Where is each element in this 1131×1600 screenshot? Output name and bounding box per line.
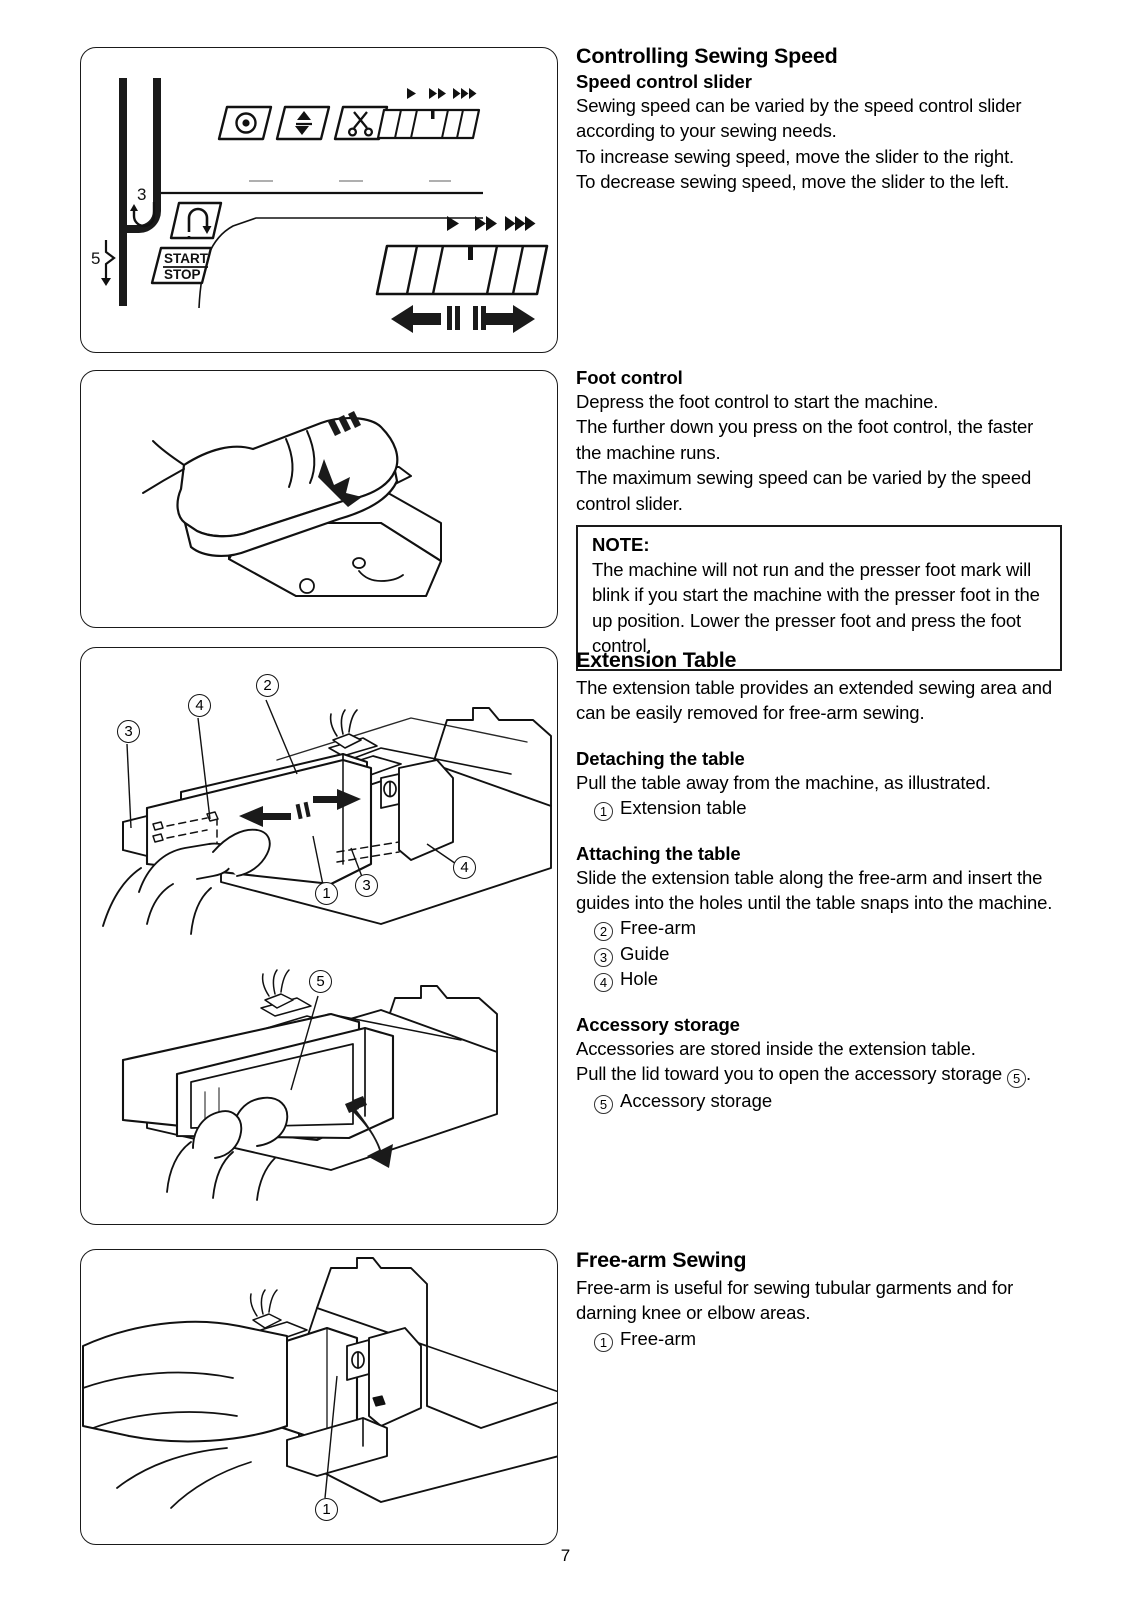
item-list-detaching: 1 Extension table: [576, 795, 1062, 822]
list-item-label: Accessory storage: [620, 1090, 773, 1112]
paragraph-speed-varied: Sewing speed can be varied by the speed …: [576, 95, 1022, 142]
illustration-panel-extension-table: 2 4 3 1 3 4: [80, 647, 558, 1225]
subheading-attaching-the-table: Attaching the table: [576, 842, 741, 864]
paragraph-maximum-speed: The maximum sewing speed can be varied b…: [576, 467, 1032, 514]
shoe: [142, 416, 399, 557]
circled-number: 5: [594, 1095, 613, 1115]
paragraph-attaching-the-table: Slide the extension table along the free…: [576, 866, 1053, 914]
subheading-accessory-storage: Accessory storage: [576, 1013, 740, 1035]
page-number: 7: [560, 1546, 571, 1565]
paragraph-depress-foot-control: Depress the foot control to start the ma…: [576, 391, 939, 412]
heading-free-arm-sewing: Free-arm Sewing: [576, 1248, 747, 1272]
section-foot-control: Foot control Depress the foot control to…: [576, 367, 1062, 671]
callout-1: 1: [315, 882, 338, 905]
note-box: NOTE: The machine will not run and the p…: [576, 525, 1062, 671]
paragraph-decrease-speed: To decrease sewing speed, move the slide…: [576, 171, 1010, 193]
paragraph-extension-table-intro: The extension table provides an extended…: [576, 677, 1053, 724]
svg-text:START: START: [164, 251, 209, 266]
section-free-arm-sewing: Free-arm Sewing Free-arm is useful for s…: [576, 1248, 1062, 1352]
illustration-panel-foot-control: [80, 370, 558, 628]
free-arm-sewing-drawing: [82, 1257, 557, 1509]
foot-control-diagram: [142, 411, 442, 597]
list-item: 5 Accessory storage: [594, 1088, 1062, 1115]
slide-direction-arrow-icon: [239, 789, 361, 827]
detaching-extension-table-drawing: [102, 699, 552, 935]
accessory-storage-drawing: [121, 969, 498, 1201]
circled-number: 2: [594, 922, 613, 942]
thread-guide-bars: [119, 78, 161, 306]
heading-extension-table: Extension Table: [576, 648, 737, 672]
subheading-speed-control-slider: Speed control slider: [576, 71, 752, 92]
subheading-foot-control: Foot control: [576, 367, 683, 388]
needle-position-icon: [235, 112, 257, 134]
item-list-accessory-storage: 5 Accessory storage: [576, 1088, 1062, 1115]
arrow-left-icon: [391, 305, 441, 333]
circled-number: 3: [594, 947, 613, 967]
slider-direction-arrows: [391, 305, 535, 333]
callout-2: 2: [256, 674, 279, 697]
presser-foot-lift-button[interactable]: [275, 105, 331, 141]
list-item: 2 Free-arm: [594, 915, 1062, 942]
illustration-panel-free-arm-sewing: 1: [80, 1249, 558, 1545]
slider-thumb-mark: [431, 110, 435, 119]
paragraph-detaching-the-table: Pull the table away from the machine, as…: [576, 771, 991, 793]
pull-lid-text-before: Pull the lid toward you to open the acce…: [576, 1063, 1008, 1085]
callout-1-free-arm: 1: [315, 1498, 338, 1521]
section-controlling-sewing-speed: Controlling Sewing Speed Speed control s…: [576, 44, 1062, 195]
svg-text:5: 5: [91, 249, 100, 268]
scissors-icon: [347, 111, 374, 137]
start-stop-button[interactable]: START STOP: [150, 246, 213, 285]
circled-number: 1: [594, 802, 613, 822]
list-item: 4 Hole: [594, 966, 1062, 993]
list-item-label: Free-arm: [620, 1327, 697, 1349]
subheading-detaching-the-table: Detaching the table: [576, 747, 745, 769]
list-item-label: Free-arm: [620, 917, 697, 939]
svg-text:3: 3: [137, 185, 146, 204]
paragraph-further-down: The further down you press on the foot c…: [576, 416, 1034, 463]
circled-number: 4: [594, 973, 613, 993]
list-item-label: Extension table: [620, 797, 747, 819]
press-down-arrow-icon: [318, 411, 362, 507]
paragraph-pull-the-lid: Pull the lid toward you to open the acce…: [576, 1061, 1062, 1089]
up-down-arrows-icon: [295, 111, 312, 135]
illustration-panel-control-panel: 3 5: [80, 47, 558, 353]
open-lid-arrow-icon: [345, 1096, 393, 1168]
svg-text:STOP: STOP: [164, 267, 201, 282]
paragraph-free-arm-useful: Free-arm is useful for sewing tubular ga…: [576, 1277, 1014, 1324]
item-list-attaching: 2 Free-arm 3 Guide 4 Hole: [576, 915, 1062, 993]
section-extension-table: Extension Table The extension table prov…: [576, 648, 1062, 1115]
thread-path-mark-5: 5: [91, 240, 116, 286]
callout-4-right: 4: [453, 856, 476, 879]
arrow-right-icon: [485, 305, 535, 333]
paragraph-accessories-stored: Accessories are stored inside the extens…: [576, 1037, 976, 1059]
note-label: NOTE:: [592, 534, 650, 556]
reverse-stitch-icon: [187, 207, 209, 238]
note-text: The machine will not run and the presser…: [592, 559, 1040, 657]
callout-4-upper: 4: [188, 694, 211, 717]
thread-path-mark-3: 3: [130, 185, 156, 228]
callout-3-left: 3: [117, 720, 140, 743]
speed-control-slider-top[interactable]: [376, 108, 481, 140]
slider-thumb-mark-main: [468, 246, 473, 260]
paragraph-increase-speed: To increase sewing speed, move the slide…: [576, 145, 1015, 167]
list-item: 1 Extension table: [594, 795, 1062, 822]
item-list-free-arm: 1 Free-arm: [576, 1326, 1062, 1352]
circled-number: 1: [594, 1332, 613, 1352]
callout-3-lower: 3: [355, 874, 378, 897]
speed-control-slider-main[interactable]: [375, 244, 549, 296]
speed-indicator-top: [407, 88, 477, 99]
control-panel-diagram: 3 5: [91, 78, 549, 333]
pull-lid-text-after: .: [1026, 1063, 1032, 1085]
list-item-label: Guide: [620, 942, 670, 964]
needle-up-down-button[interactable]: [217, 105, 273, 141]
reverse-stitch-button[interactable]: [169, 201, 223, 240]
speed-indicator-main: [447, 216, 536, 231]
list-item: 1 Free-arm: [594, 1326, 1062, 1352]
list-item: 3 Guide: [594, 941, 1062, 967]
callout-5: 5: [309, 970, 332, 993]
page-title: Controlling Sewing Speed: [576, 44, 838, 68]
circled-number-inline: 5: [1007, 1069, 1027, 1089]
list-item-label: Hole: [620, 968, 659, 990]
